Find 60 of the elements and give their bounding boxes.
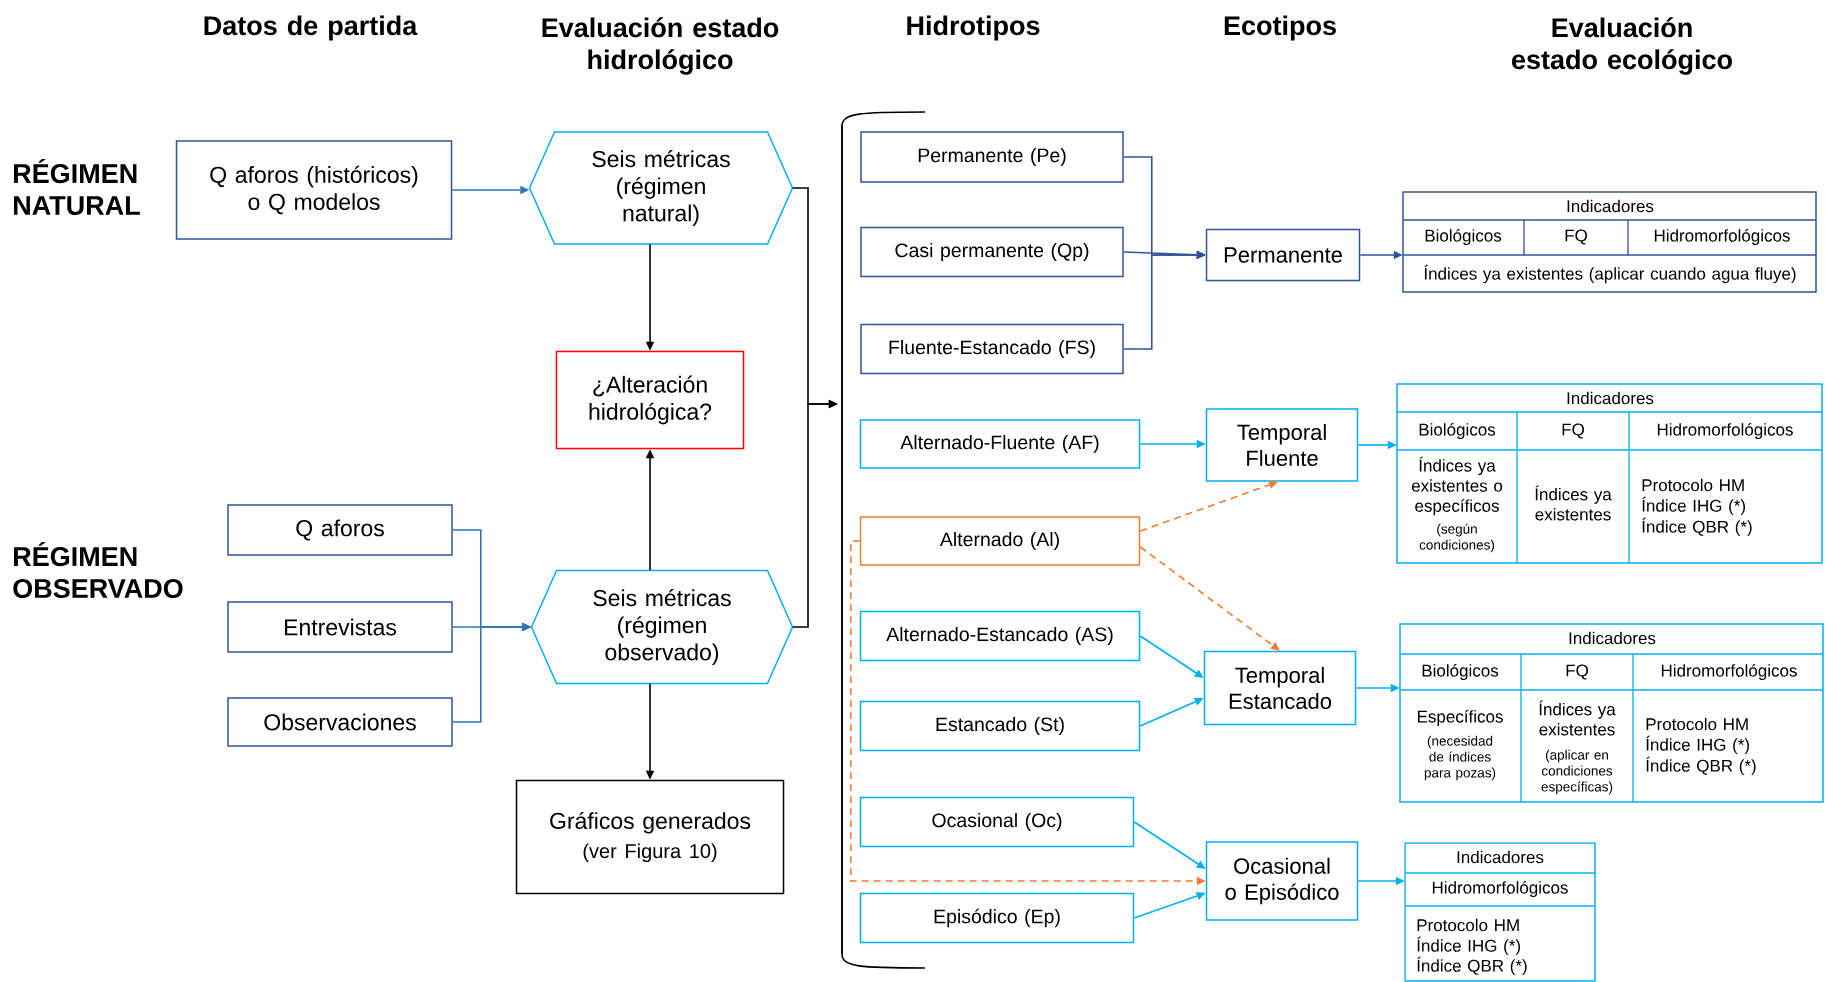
hexagon-box: Seis métricas (régimen observado) bbox=[530, 569, 794, 685]
column-header: FQ bbox=[1562, 423, 1584, 439]
column-header: Hidromorfológicos bbox=[1654, 229, 1790, 245]
table-header: Indicadores bbox=[1457, 850, 1544, 864]
table-note: (aplicar en condiciones específicas) bbox=[1541, 749, 1613, 795]
column-header: Biológicos bbox=[1419, 423, 1496, 439]
question-box: ¿Alteración hidrológica? bbox=[555, 350, 745, 450]
ecotype-box: Ocasional o Episódico bbox=[1205, 841, 1359, 921]
hydrotype-box: Episódico (Ep) bbox=[859, 892, 1135, 944]
row-heading: RÉGIMEN NATURAL bbox=[14, 158, 140, 216]
row-heading: RÉGIMEN OBSERVADO bbox=[13, 541, 183, 599]
table-text: Índices ya existentes o específicos bbox=[1411, 456, 1503, 516]
process-box: Observaciones bbox=[227, 697, 453, 747]
table-header: Indicadores bbox=[1567, 391, 1654, 405]
output-box: Gráficos generados (ver Figura 10) bbox=[515, 779, 785, 895]
hydrotype-box: Ocasional (Oc) bbox=[859, 796, 1135, 848]
column-header: Biológicos bbox=[1422, 664, 1499, 680]
column-header: Biológicos bbox=[1425, 229, 1502, 245]
ecotype-box: Temporal Fluente bbox=[1205, 408, 1359, 482]
hexagon-box: Seis métricas (régimen natural) bbox=[528, 131, 794, 245]
table-text: Específicos bbox=[1417, 710, 1503, 726]
hydrotype-box: Alternado (Al) bbox=[859, 516, 1141, 566]
table-text: Protocolo HM bbox=[1646, 717, 1748, 731]
table-text: Índices ya existentes (aplicar cuando agua fluye) bbox=[1424, 264, 1796, 284]
table-note: (necesidad de índices para pozas) bbox=[1424, 735, 1496, 781]
table-text: Índice QBR (*) bbox=[1417, 956, 1527, 976]
hydrotype-box: Fluente-Estancado (FS) bbox=[860, 323, 1124, 375]
column-header: Hidromorfológicos bbox=[1432, 881, 1568, 897]
column-heading: Ecotipos bbox=[1224, 15, 1336, 41]
column-heading: Datos de partida bbox=[204, 15, 418, 41]
hydrotype-box: Permanente (Pe) bbox=[860, 131, 1124, 183]
column-header: Hidromorfológicos bbox=[1661, 664, 1797, 680]
table-text: Índice IHG (*) bbox=[1417, 936, 1520, 956]
column-heading: Evaluación estado ecológico bbox=[1512, 17, 1732, 75]
column-heading: Evaluación estado hidrológico bbox=[542, 17, 779, 75]
column-header: Hidromorfológicos bbox=[1657, 423, 1793, 439]
dashed-arrow bbox=[1139, 546, 1280, 651]
table-text: Índice IHG (*) bbox=[1642, 496, 1745, 516]
process-box: Entrevistas bbox=[227, 601, 453, 653]
table-text: Índices ya existentes bbox=[1535, 485, 1612, 521]
table-text: Índice QBR (*) bbox=[1642, 517, 1752, 537]
process-box: Q aforos bbox=[227, 504, 453, 556]
table-text: Protocolo HM bbox=[1417, 918, 1519, 932]
ecotype-box: Temporal Estancado bbox=[1203, 650, 1357, 726]
process-box: Q aforos (históricos) o Q modelos bbox=[175, 140, 453, 240]
table-note: (según condiciones) bbox=[1419, 523, 1495, 553]
column-heading: Hidrotipos bbox=[907, 15, 1040, 41]
table-text: Protocolo HM bbox=[1642, 478, 1744, 492]
column-header: FQ bbox=[1566, 664, 1588, 680]
hydrotype-box: Alternado-Estancado (AS) bbox=[859, 610, 1141, 662]
hydrotype-box: Estancado (St) bbox=[859, 700, 1141, 752]
table-header: Indicadores bbox=[1569, 631, 1656, 645]
table-text: Índice QBR (*) bbox=[1646, 756, 1756, 776]
table-text: Índices ya existentes bbox=[1539, 700, 1616, 736]
column-header: FQ bbox=[1565, 229, 1587, 245]
hydrotype-box: Casi permanente (Qp) bbox=[860, 226, 1124, 278]
table-header: Indicadores bbox=[1567, 199, 1654, 213]
ecotype-box: Permanente bbox=[1205, 228, 1361, 282]
hydrotype-box: Alternado-Fluente (AF) bbox=[859, 419, 1141, 469]
table-text: Índice IHG (*) bbox=[1646, 735, 1749, 755]
